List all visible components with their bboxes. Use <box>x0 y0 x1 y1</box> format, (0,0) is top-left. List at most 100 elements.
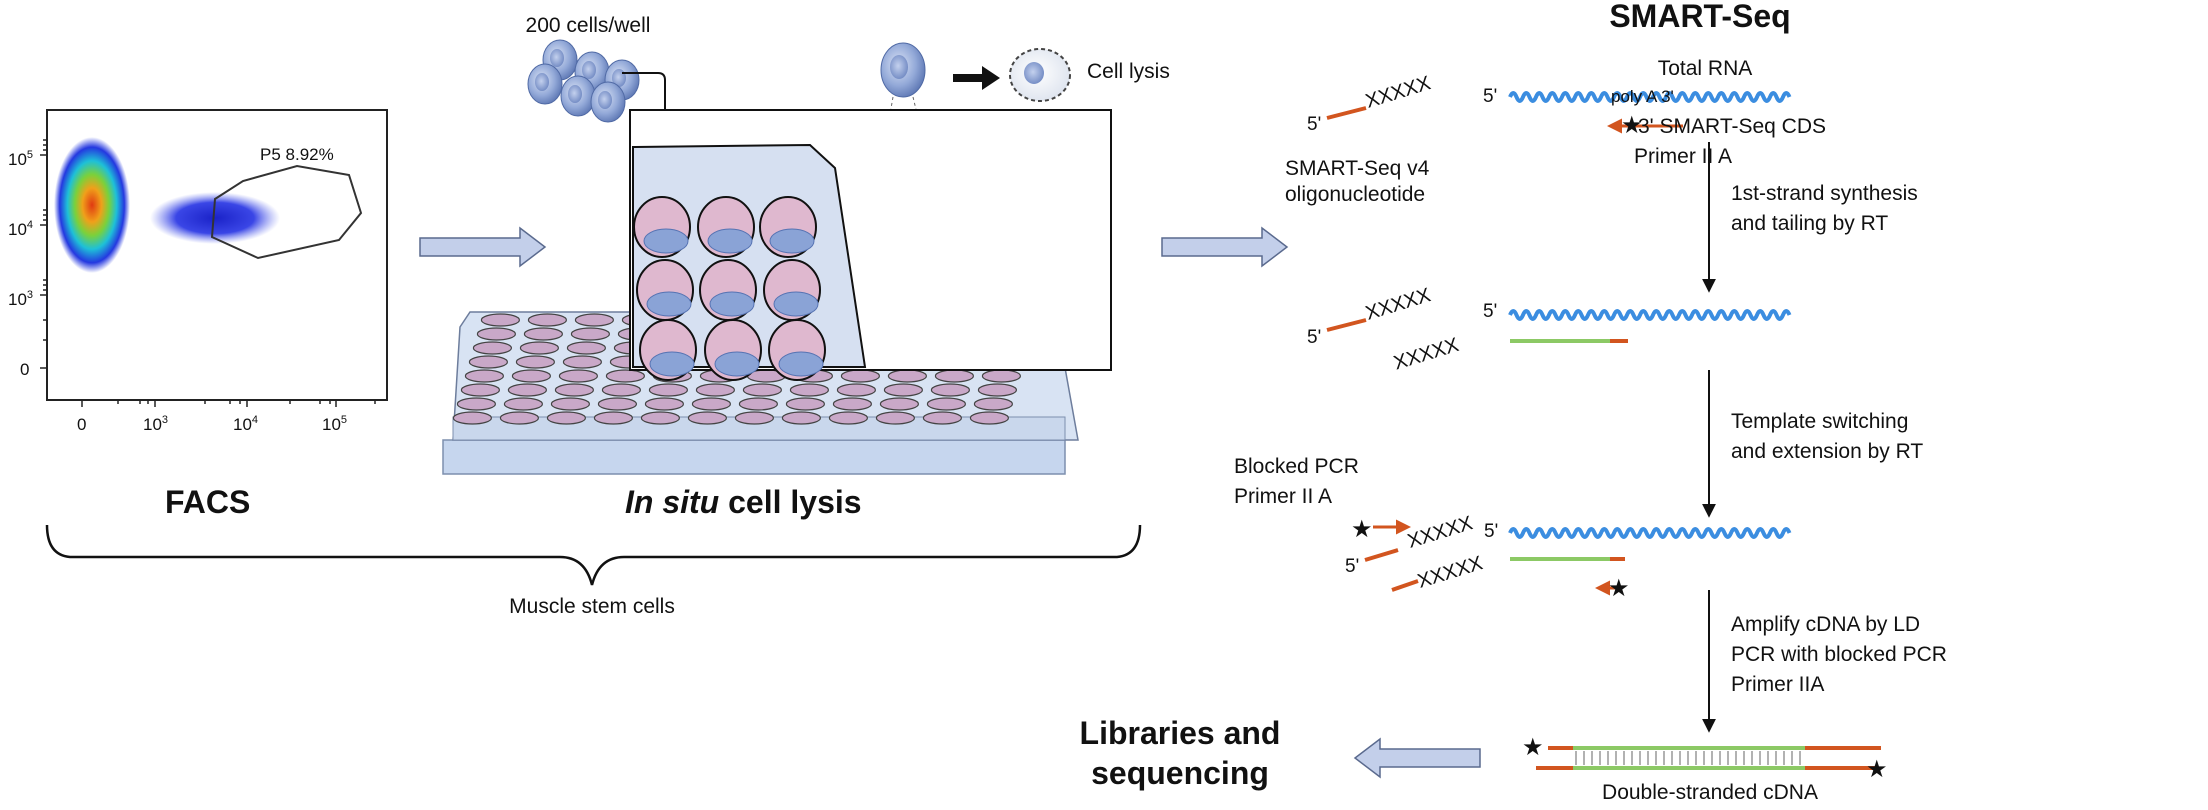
facs-x-tick-label: 0 <box>77 415 86 434</box>
libraries-label-1: Libraries and <box>1080 715 1281 751</box>
inset-well <box>639 319 697 381</box>
inset-wells <box>633 196 826 381</box>
rna-5prime-label: 5' <box>1483 86 1497 107</box>
plate-well <box>519 341 560 355</box>
facs-y-tick-label: 104 <box>8 219 33 239</box>
plate-well <box>734 411 775 425</box>
step3-label-1: Amplify cDNA by LD <box>1731 613 1920 636</box>
plate-well <box>503 397 544 411</box>
cells-to-well-arrow <box>622 72 672 168</box>
libraries-label-2: sequencing <box>1091 755 1269 791</box>
plate-well <box>593 411 634 425</box>
oligo-xxxxx: XXXXX <box>1363 72 1433 113</box>
rna-strand <box>1508 527 1792 539</box>
plate-well <box>695 383 736 397</box>
plate-well <box>566 341 607 355</box>
plate-well <box>597 397 638 411</box>
facs-x-tick-label: 104 <box>233 414 258 434</box>
plate-well <box>781 411 822 425</box>
facs-y-tick-label: 103 <box>8 289 33 309</box>
plate-base <box>442 439 1066 475</box>
inset-well <box>699 259 757 321</box>
inset-well <box>763 259 821 321</box>
cds-primer-star-icon: ★ <box>1621 112 1643 139</box>
plate-well <box>875 411 916 425</box>
blocked-primer-label-1: Blocked PCR <box>1234 455 1359 478</box>
total-rna-strand <box>1508 91 1792 103</box>
facs-negative-population <box>54 137 130 273</box>
plate-well <box>550 397 591 411</box>
plate-well <box>640 411 681 425</box>
rna-5prime-label: 5' <box>1484 521 1498 542</box>
plate-well <box>883 383 924 397</box>
plate-well <box>460 383 500 397</box>
plate-well <box>981 369 1022 383</box>
inset-well <box>697 196 755 258</box>
oligo-label-2: oligonucleotide <box>1285 183 1425 206</box>
plate-well <box>523 327 564 341</box>
plate-well <box>546 411 587 425</box>
lysis-title: In situ cell lysis <box>625 484 862 520</box>
plate-well <box>934 369 975 383</box>
rna-5prime-label: 5' <box>1483 301 1497 322</box>
muscle-stem-cells-bracket <box>45 524 1142 586</box>
plate-well <box>828 411 869 425</box>
plate-well <box>648 383 689 397</box>
plate-well <box>527 313 568 327</box>
flow-arrow-right-icon <box>1161 226 1289 268</box>
plate-well <box>738 397 779 411</box>
plate-well <box>973 397 1014 411</box>
total-rna-label: Total RNA <box>1658 57 1753 80</box>
plate-well <box>691 397 732 411</box>
step2-label-2: and extension by RT <box>1731 440 1923 463</box>
oligo-xxxxx: XXXXX <box>1405 512 1475 553</box>
plate-well <box>456 397 496 411</box>
base-pair-rungs <box>1575 751 1801 765</box>
blocked-primer-star-icon: ★ <box>1351 516 1373 543</box>
facs-gate-label: P5 8.92% <box>260 145 334 164</box>
cell-lysis-label: Cell lysis <box>1087 60 1170 83</box>
plate-well <box>480 313 520 327</box>
oligo-label-1: SMART-Seq v4 <box>1285 157 1430 180</box>
facs-x-tick-label: 105 <box>322 414 347 434</box>
plate-well <box>969 411 1010 425</box>
plate-well <box>558 369 599 383</box>
lysis-title-rest: cell lysis <box>719 484 861 520</box>
plate-well <box>644 397 685 411</box>
plate-well <box>515 355 556 369</box>
plate-well <box>574 313 615 327</box>
plate-well <box>832 397 873 411</box>
plate-well <box>922 411 963 425</box>
cds-primer-label-1: 3' SMART-Seq CDS <box>1638 115 1826 138</box>
cds-primer-label-2: Primer II A <box>1634 145 1732 168</box>
lysed-cell-nucleus <box>1024 62 1044 84</box>
plate-well <box>507 383 548 397</box>
tail-xxxxx: XXXXX <box>1391 334 1461 375</box>
plate-well <box>562 355 603 369</box>
plate-well <box>789 383 830 397</box>
plate-well <box>930 383 971 397</box>
magnified-inset <box>629 109 1112 381</box>
inset-well <box>704 319 762 381</box>
oligo-5prime-label: 5' <box>1307 327 1321 348</box>
plate-well <box>879 397 920 411</box>
facs-y-tick-label: 0 <box>20 360 29 379</box>
oligo-segment <box>1326 106 1367 120</box>
facs-x-tick-label: 103 <box>143 414 168 434</box>
facs-plot: P5 8.92% 105 104 103 0 0 103 104 105 <box>8 109 388 434</box>
cells-per-well-label: 200 cells/well <box>526 14 651 37</box>
plate-well <box>785 397 826 411</box>
plate-well <box>472 341 512 355</box>
plate-well <box>887 369 928 383</box>
ds-star-right-icon: ★ <box>1866 756 1888 783</box>
facs-y-axis-ticks <box>40 139 47 369</box>
lysis-arrow-icon <box>953 66 1000 90</box>
oligo-5prime-label: 5' <box>1307 114 1321 135</box>
plate-well <box>687 411 728 425</box>
facs-y-tick-label: 105 <box>8 149 33 169</box>
blocked-primer-label-2: Primer II A <box>1234 485 1332 508</box>
intact-cell-nucleus <box>890 55 908 79</box>
step1-label-1: 1st-strand synthesis <box>1731 182 1918 205</box>
plate-well <box>926 397 967 411</box>
